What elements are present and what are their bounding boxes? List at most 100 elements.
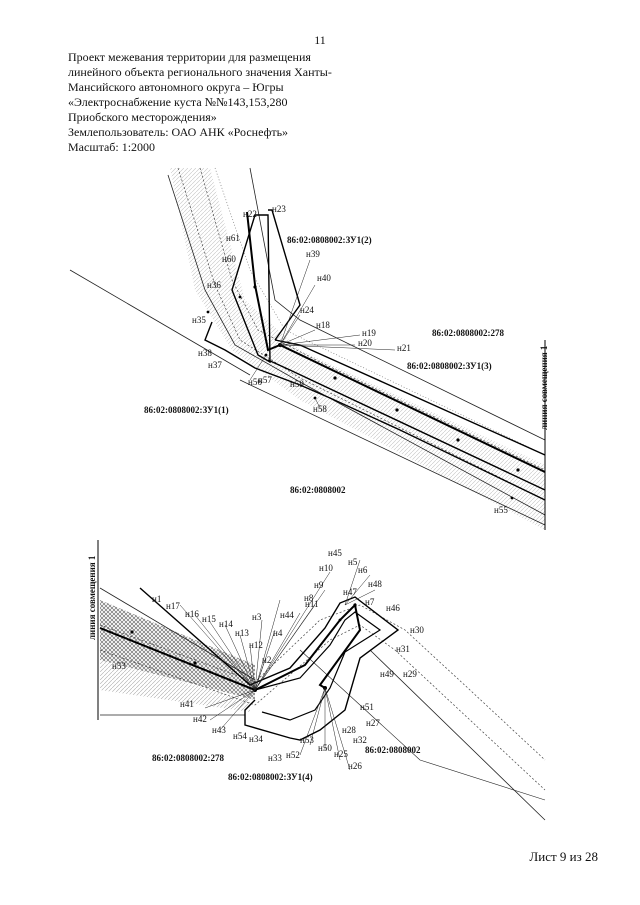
point-label: н42 xyxy=(193,714,207,724)
parcel-label-zu1-3: 86:02:0808002:ЗУ1(3) xyxy=(407,361,492,371)
point-label: н37 xyxy=(208,360,222,370)
point-label: н4 xyxy=(273,628,283,638)
point-label: н61 xyxy=(226,233,240,243)
point-label: н8 xyxy=(304,593,314,603)
parcel-outline-zu1-4 xyxy=(139,587,400,741)
line-axis xyxy=(246,211,546,473)
page-number: 11 xyxy=(314,33,326,47)
point-labels-top: н23 н22 н61 н60 н36 н35 н38 н37 н56 н57 … xyxy=(192,204,508,515)
header-line-5: Приобского месторождения» xyxy=(68,110,217,124)
sheet-number: Лист 9 из 28 xyxy=(529,849,598,864)
point-label: н30 xyxy=(410,625,424,635)
point-label: н20 xyxy=(358,338,372,348)
parcel-outline-zu1-1 xyxy=(204,321,546,501)
point-label: н17 xyxy=(166,601,180,611)
point-labels-bottom: н45 н10 н5 н6 н9 н48 н8 н47 н11 н44 н7 н… xyxy=(112,548,424,771)
point-label: н23 xyxy=(272,204,286,214)
point-label: н33 xyxy=(268,753,282,763)
point-label: н15 xyxy=(202,614,216,624)
point-label: н59 xyxy=(290,379,304,389)
point-label: н52 xyxy=(286,750,300,760)
hatched-corridor xyxy=(170,168,545,530)
top-map-fragment: н23 н22 н61 н60 н36 н35 н38 н37 н56 н57 … xyxy=(69,167,549,530)
point-label: н56 xyxy=(248,377,262,387)
point-label: н53 xyxy=(112,661,126,671)
point-label: н43 xyxy=(212,725,226,735)
point-label: н28 xyxy=(342,725,356,735)
combination-line-label-left: линия совмещения 1 xyxy=(87,555,97,640)
point-label: н60 xyxy=(222,254,236,264)
point-label: н25 xyxy=(334,749,348,759)
boundary-bottom-4 xyxy=(299,649,546,801)
point-label: н45 xyxy=(328,548,342,558)
boundary-line-4 xyxy=(239,379,546,526)
road-edge-dotted xyxy=(177,167,546,501)
point-label: н10 xyxy=(319,563,333,573)
point-label: н38 xyxy=(198,348,212,358)
point-label: н2 xyxy=(262,655,271,665)
point-label: н21 xyxy=(397,343,411,353)
parcel-label-zu1-2: 86:02:0808002:ЗУ1(2) xyxy=(287,235,372,245)
parcel-label-zu1-4: 86:02:0808002:ЗУ1(4) xyxy=(228,772,313,782)
parcel-outline-zu1-2 xyxy=(231,214,271,364)
point-label: н41 xyxy=(180,699,194,709)
point-label: н6 xyxy=(358,565,368,575)
point-label: н53 xyxy=(300,735,314,745)
road-edge-dotted-bottom xyxy=(99,604,546,761)
point-label: н54 xyxy=(233,731,247,741)
header-line-4: «Электроснабжение куста №№143,153,280 xyxy=(68,95,288,109)
header-block: Проект межевания территории для размещен… xyxy=(68,50,388,155)
parcel-label-278-bottom: 86:02:0808002:278 xyxy=(152,753,224,763)
point-label: н24 xyxy=(300,305,314,315)
boundary-line-1 xyxy=(167,174,546,516)
combination-line-label-right: линия совмещения 1 xyxy=(539,345,549,430)
parcel-outline-zu1-2b xyxy=(268,209,301,341)
point-label: н44 xyxy=(280,610,294,620)
leader-lines-bottom xyxy=(179,559,376,771)
point-label: н22 xyxy=(243,209,257,219)
point-label: н11 xyxy=(305,599,318,609)
boundary-bottom-3 xyxy=(369,649,546,821)
boundary-bottom-1 xyxy=(99,587,256,681)
point-label: н49 xyxy=(380,669,394,679)
header-line-3: Мансийского автономного округа – Югры xyxy=(68,80,284,94)
parcel-label-quarter: 86:02:0808002 xyxy=(290,485,346,495)
header-line-7: Масштаб: 1:2000 xyxy=(68,140,156,154)
point-label: н5 xyxy=(348,557,358,567)
point-label: н51 xyxy=(360,702,374,712)
hatched-band xyxy=(100,660,250,712)
point-label: н57 xyxy=(258,375,272,385)
header-line-6: Землепользователь: ОАО АНК «Роснефть» xyxy=(68,125,289,139)
point-label: н14 xyxy=(219,619,233,629)
point-label: н12 xyxy=(249,640,263,650)
point-label: н32 xyxy=(353,735,367,745)
point-label: н55 xyxy=(494,505,508,515)
point-label: н3 xyxy=(252,612,262,622)
point-label: н34 xyxy=(249,734,263,744)
point-label: н29 xyxy=(403,669,417,679)
point-label: н40 xyxy=(317,273,331,283)
point-label: н46 xyxy=(386,603,400,613)
road-edge-dotted-3 xyxy=(214,167,546,456)
parcel-label-zu1-1: 86:02:0808002:ЗУ1(1) xyxy=(144,405,229,415)
bottom-map-fragment: линия совмещения 1 xyxy=(87,540,546,821)
point-label: н9 xyxy=(314,580,324,590)
leader-lines-top xyxy=(249,259,396,409)
header-line-1: Проект межевания территории для размещен… xyxy=(68,50,311,64)
point-label: н26 xyxy=(348,761,362,771)
point-label: н16 xyxy=(185,609,199,619)
point-label: н19 xyxy=(362,328,376,338)
point-label: н1 xyxy=(152,594,161,604)
point-label: н7 xyxy=(365,597,375,607)
point-label: н13 xyxy=(235,628,249,638)
point-label: н50 xyxy=(318,743,332,753)
boundary-line-3 xyxy=(69,269,251,376)
header-line-2: линейного объекта регионального значения… xyxy=(68,65,332,79)
point-label: н31 xyxy=(396,644,410,654)
line-axis-bottom xyxy=(99,602,362,692)
parcel-label-278: 86:02:0808002:278 xyxy=(432,328,504,338)
road-edge-dotted-2 xyxy=(199,167,546,471)
point-label: н36 xyxy=(207,280,221,290)
point-label: н39 xyxy=(306,249,320,259)
